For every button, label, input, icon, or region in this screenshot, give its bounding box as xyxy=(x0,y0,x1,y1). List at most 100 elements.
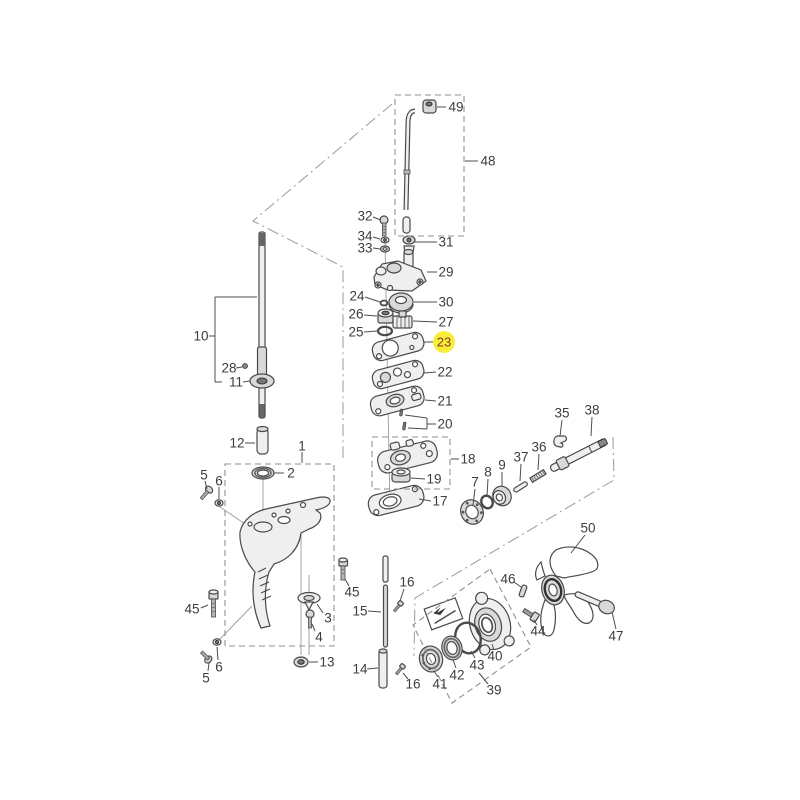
part-number-label[interactable]: 14 xyxy=(352,662,368,677)
callout-47[interactable]: 47 xyxy=(608,611,624,644)
part-number-label[interactable]: 19 xyxy=(426,472,441,487)
part-number-label[interactable]: 16 xyxy=(405,677,420,692)
callout-29[interactable]: 29 xyxy=(427,265,454,280)
part-number-label[interactable]: 45 xyxy=(184,602,199,617)
callout-21[interactable]: 21 xyxy=(424,394,453,409)
part-number-label[interactable]: 33 xyxy=(357,241,372,256)
part-number-label[interactable]: 24 xyxy=(349,289,365,304)
callout-7[interactable]: 7 xyxy=(471,475,479,506)
part-number-label[interactable]: 32 xyxy=(357,209,372,224)
part-number-label[interactable]: 34 xyxy=(357,229,373,244)
part-number-label[interactable]: 25 xyxy=(348,325,363,340)
part-number-label[interactable]: 3 xyxy=(324,611,332,626)
callout-19[interactable]: 19 xyxy=(410,472,442,487)
callout-27[interactable]: 27 xyxy=(412,315,454,330)
part-number-label[interactable]: 5 xyxy=(200,468,208,483)
callout-34[interactable]: 34 xyxy=(357,229,381,244)
part-number-label[interactable]: 48 xyxy=(480,154,495,169)
callout-30[interactable]: 30 xyxy=(414,295,454,310)
callout-23[interactable]: 23 xyxy=(424,331,455,353)
part-number-label[interactable]: 44 xyxy=(530,624,546,639)
callout-50[interactable]: 50 xyxy=(570,521,596,554)
callout-16[interactable]: 16 xyxy=(402,672,421,692)
part-number-label[interactable]: 7 xyxy=(471,475,479,490)
callout-3[interactable]: 3 xyxy=(316,603,332,626)
part-number-label[interactable]: 47 xyxy=(608,629,623,644)
part-number-label[interactable]: 16 xyxy=(399,575,414,590)
part-number-label[interactable]: 31 xyxy=(438,235,453,250)
callout-32[interactable]: 32 xyxy=(357,209,382,224)
callout-2[interactable]: 2 xyxy=(274,466,295,481)
callout-26[interactable]: 26 xyxy=(348,307,378,322)
callout-33[interactable]: 33 xyxy=(357,241,381,256)
part-number-label[interactable]: 17 xyxy=(432,494,447,509)
part-number-label[interactable]: 4 xyxy=(315,630,323,645)
callout-5[interactable]: 5 xyxy=(202,662,210,686)
callout-45[interactable]: 45 xyxy=(184,602,209,617)
callout-1[interactable]: 1 xyxy=(298,439,306,464)
callout-12[interactable]: 12 xyxy=(229,436,255,451)
part-number-label[interactable]: 39 xyxy=(486,683,501,698)
callout-38[interactable]: 38 xyxy=(584,403,600,437)
callout-4[interactable]: 4 xyxy=(311,623,323,645)
callout-39[interactable]: 39 xyxy=(478,672,502,698)
callout-14[interactable]: 14 xyxy=(352,662,379,677)
callout-25[interactable]: 25 xyxy=(348,325,378,340)
part-number-label[interactable]: 36 xyxy=(531,440,546,455)
part-number-label[interactable]: 45 xyxy=(344,585,359,600)
part-number-label[interactable]: 46 xyxy=(500,572,515,587)
part-number-label[interactable]: 10 xyxy=(193,329,208,344)
part-number-label[interactable]: 35 xyxy=(554,406,569,421)
part-number-label[interactable]: 15 xyxy=(352,604,367,619)
callout-6[interactable]: 6 xyxy=(215,646,223,675)
part-number-label[interactable]: 37 xyxy=(513,450,528,465)
callout-20[interactable]: 20 xyxy=(404,414,453,432)
callout-13[interactable]: 13 xyxy=(309,655,335,670)
callout-18[interactable]: 18 xyxy=(451,452,476,467)
callout-11[interactable]: 11 xyxy=(229,375,251,390)
part-number-label[interactable]: 2 xyxy=(287,466,295,481)
part-number-label[interactable]: 21 xyxy=(437,394,452,409)
callout-37[interactable]: 37 xyxy=(513,450,529,482)
part-number-label[interactable]: 28 xyxy=(221,361,236,376)
callout-40[interactable]: 40 xyxy=(487,643,503,664)
callout-17[interactable]: 17 xyxy=(418,494,448,509)
callout-31[interactable]: 31 xyxy=(415,235,454,250)
callout-9[interactable]: 9 xyxy=(498,458,506,488)
callout-44[interactable]: 44 xyxy=(530,619,546,639)
callout-49[interactable]: 49 xyxy=(437,100,464,115)
part-number-label[interactable]: 27 xyxy=(438,315,453,330)
part-number-label[interactable]: 8 xyxy=(484,465,492,480)
callout-10[interactable]: 10 xyxy=(193,296,257,383)
callout-36[interactable]: 36 xyxy=(531,440,547,471)
callout-46[interactable]: 46 xyxy=(500,572,522,588)
part-number-label[interactable]: 9 xyxy=(498,458,506,473)
part-number-label[interactable]: 50 xyxy=(580,521,595,536)
part-number-label[interactable]: 29 xyxy=(438,265,453,280)
part-number-label[interactable]: 11 xyxy=(229,375,243,390)
callout-35[interactable]: 35 xyxy=(554,406,570,437)
part-number-label[interactable]: 20 xyxy=(437,417,452,432)
part-number-label[interactable]: 41 xyxy=(432,677,447,692)
part-number-label[interactable]: 40 xyxy=(487,649,502,664)
part-number-label[interactable]: 22 xyxy=(437,365,452,380)
part-number-label[interactable]: 6 xyxy=(215,660,223,675)
callout-28[interactable]: 28 xyxy=(221,361,243,376)
part-number-label[interactable]: 49 xyxy=(448,100,463,115)
callout-48[interactable]: 48 xyxy=(465,154,496,169)
part-number-label[interactable]: 18 xyxy=(460,452,475,467)
callout-22[interactable]: 22 xyxy=(423,365,453,380)
callout-5[interactable]: 5 xyxy=(200,468,208,490)
callout-16[interactable]: 16 xyxy=(399,575,415,602)
part-number-label[interactable]: 38 xyxy=(584,403,599,418)
part-number-label[interactable]: 43 xyxy=(469,658,484,673)
part-number-label[interactable]: 5 xyxy=(202,671,210,686)
callout-41[interactable]: 41 xyxy=(432,670,448,692)
part-number-label[interactable]: 30 xyxy=(438,295,453,310)
part-number-label[interactable]: 26 xyxy=(348,307,363,322)
part-number-label[interactable]: 42 xyxy=(449,668,464,683)
part-number-label[interactable]: 6 xyxy=(215,474,223,489)
callout-43[interactable]: 43 xyxy=(469,650,485,673)
callout-15[interactable]: 15 xyxy=(352,604,382,619)
part-number-label[interactable]: 13 xyxy=(319,655,334,670)
